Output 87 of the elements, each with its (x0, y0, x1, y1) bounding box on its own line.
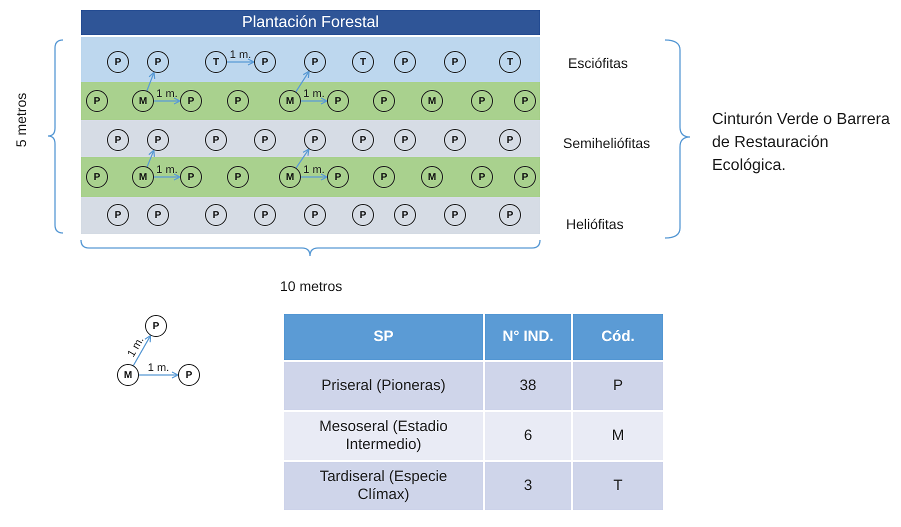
edge-label: 1 m. (228, 49, 252, 61)
arrow (227, 58, 255, 66)
table-cell: P (572, 361, 664, 411)
table-cell: Priseral (Pioneras) (283, 361, 484, 411)
plant-circle: P (514, 90, 536, 112)
plant-circle: P (444, 51, 466, 73)
plant-circle: T (352, 51, 374, 73)
plant-circle: P (145, 315, 167, 337)
table-cell: Tardiseral (Especie Clímax) (283, 461, 484, 511)
plant-circle: P (327, 166, 349, 188)
plant-circle: P (304, 204, 326, 226)
plant-circle: M (132, 90, 154, 112)
side-label: Heliófitas (566, 216, 624, 232)
side-label: Esciófitas (568, 55, 628, 71)
plant-circle: P (394, 51, 416, 73)
plant-circle: P (373, 90, 395, 112)
arrow (295, 70, 310, 92)
plant-circle: P (499, 129, 521, 151)
table-cell: M (572, 411, 664, 461)
plant-circle: P (180, 90, 202, 112)
table-cell: 6 (484, 411, 572, 461)
plant-circle: P (471, 90, 493, 112)
edge-label: 1 m. (146, 362, 170, 374)
plant-circle: P (394, 129, 416, 151)
plant-circle: P (147, 129, 169, 151)
plant-circle: P (471, 166, 493, 188)
plant-circle: P (147, 204, 169, 226)
plant-circle: P (394, 204, 416, 226)
plant-circle: P (107, 51, 129, 73)
edge-label: 1 m. (302, 164, 326, 176)
plant-circle: P (304, 129, 326, 151)
table-cell: 3 (484, 461, 572, 511)
side-label: Semiheliófitas (563, 135, 650, 151)
arrow (146, 150, 155, 168)
plant-circle: P (227, 166, 249, 188)
plant-circle: P (180, 166, 202, 188)
plant-circle: P (254, 51, 276, 73)
plant-circle: P (254, 204, 276, 226)
arrow (301, 173, 328, 181)
plant-circle: P (514, 166, 536, 188)
plant-circle: P (107, 204, 129, 226)
arrow (154, 173, 181, 181)
plant-circle: T (205, 51, 227, 73)
plant-circle: P (86, 166, 108, 188)
plant-circle: P (205, 129, 227, 151)
arrow (301, 97, 328, 105)
plant-circle: M (279, 166, 301, 188)
arrow (296, 148, 310, 168)
plant-circle: P (499, 204, 521, 226)
plant-circle: P (178, 364, 200, 386)
table-cell: T (572, 461, 664, 511)
plant-circle: P (444, 204, 466, 226)
table-header-cell: Cód. (572, 313, 664, 361)
edge-label: 1 m. (124, 334, 148, 360)
plant-circle: P (327, 90, 349, 112)
plant-circle: P (205, 204, 227, 226)
plant-circle: M (279, 90, 301, 112)
plant-circle: P (86, 90, 108, 112)
edge-label: 1 m. (155, 164, 179, 176)
plant-circle: M (421, 90, 443, 112)
plant-circle: M (117, 364, 139, 386)
arrow (132, 334, 152, 366)
plant-circle: P (373, 166, 395, 188)
dimension-label: 10 metros (280, 278, 342, 294)
plant-circle: P (254, 129, 276, 151)
arrow (139, 371, 179, 379)
edge-label: 1 m. (302, 88, 326, 100)
plant-circle: P (444, 129, 466, 151)
plant-circle: T (499, 51, 521, 73)
edge-label: 1 m. (155, 88, 179, 100)
plant-circle: P (352, 204, 374, 226)
table-cell: Mesoseral (Estadio Intermedio) (283, 411, 484, 461)
plant-circle: P (147, 51, 169, 73)
title-bar: Plantación Forestal (81, 10, 540, 35)
plant-circle: P (304, 51, 326, 73)
table-cell: 38 (484, 361, 572, 411)
table-header-cell: N° IND. (484, 313, 572, 361)
plant-circle: P (107, 129, 129, 151)
dimension-label: 5 metros (13, 92, 29, 150)
table-header-cell: SP (283, 313, 484, 361)
plant-circle: M (421, 166, 443, 188)
arrow (154, 97, 181, 105)
plant-circle: P (227, 90, 249, 112)
plant-circle: P (352, 129, 374, 151)
plant-circle: M (132, 166, 154, 188)
note-text: Cinturón Verde o Barrera de Restauración Ecológica. (712, 110, 891, 176)
arrow (146, 72, 156, 91)
